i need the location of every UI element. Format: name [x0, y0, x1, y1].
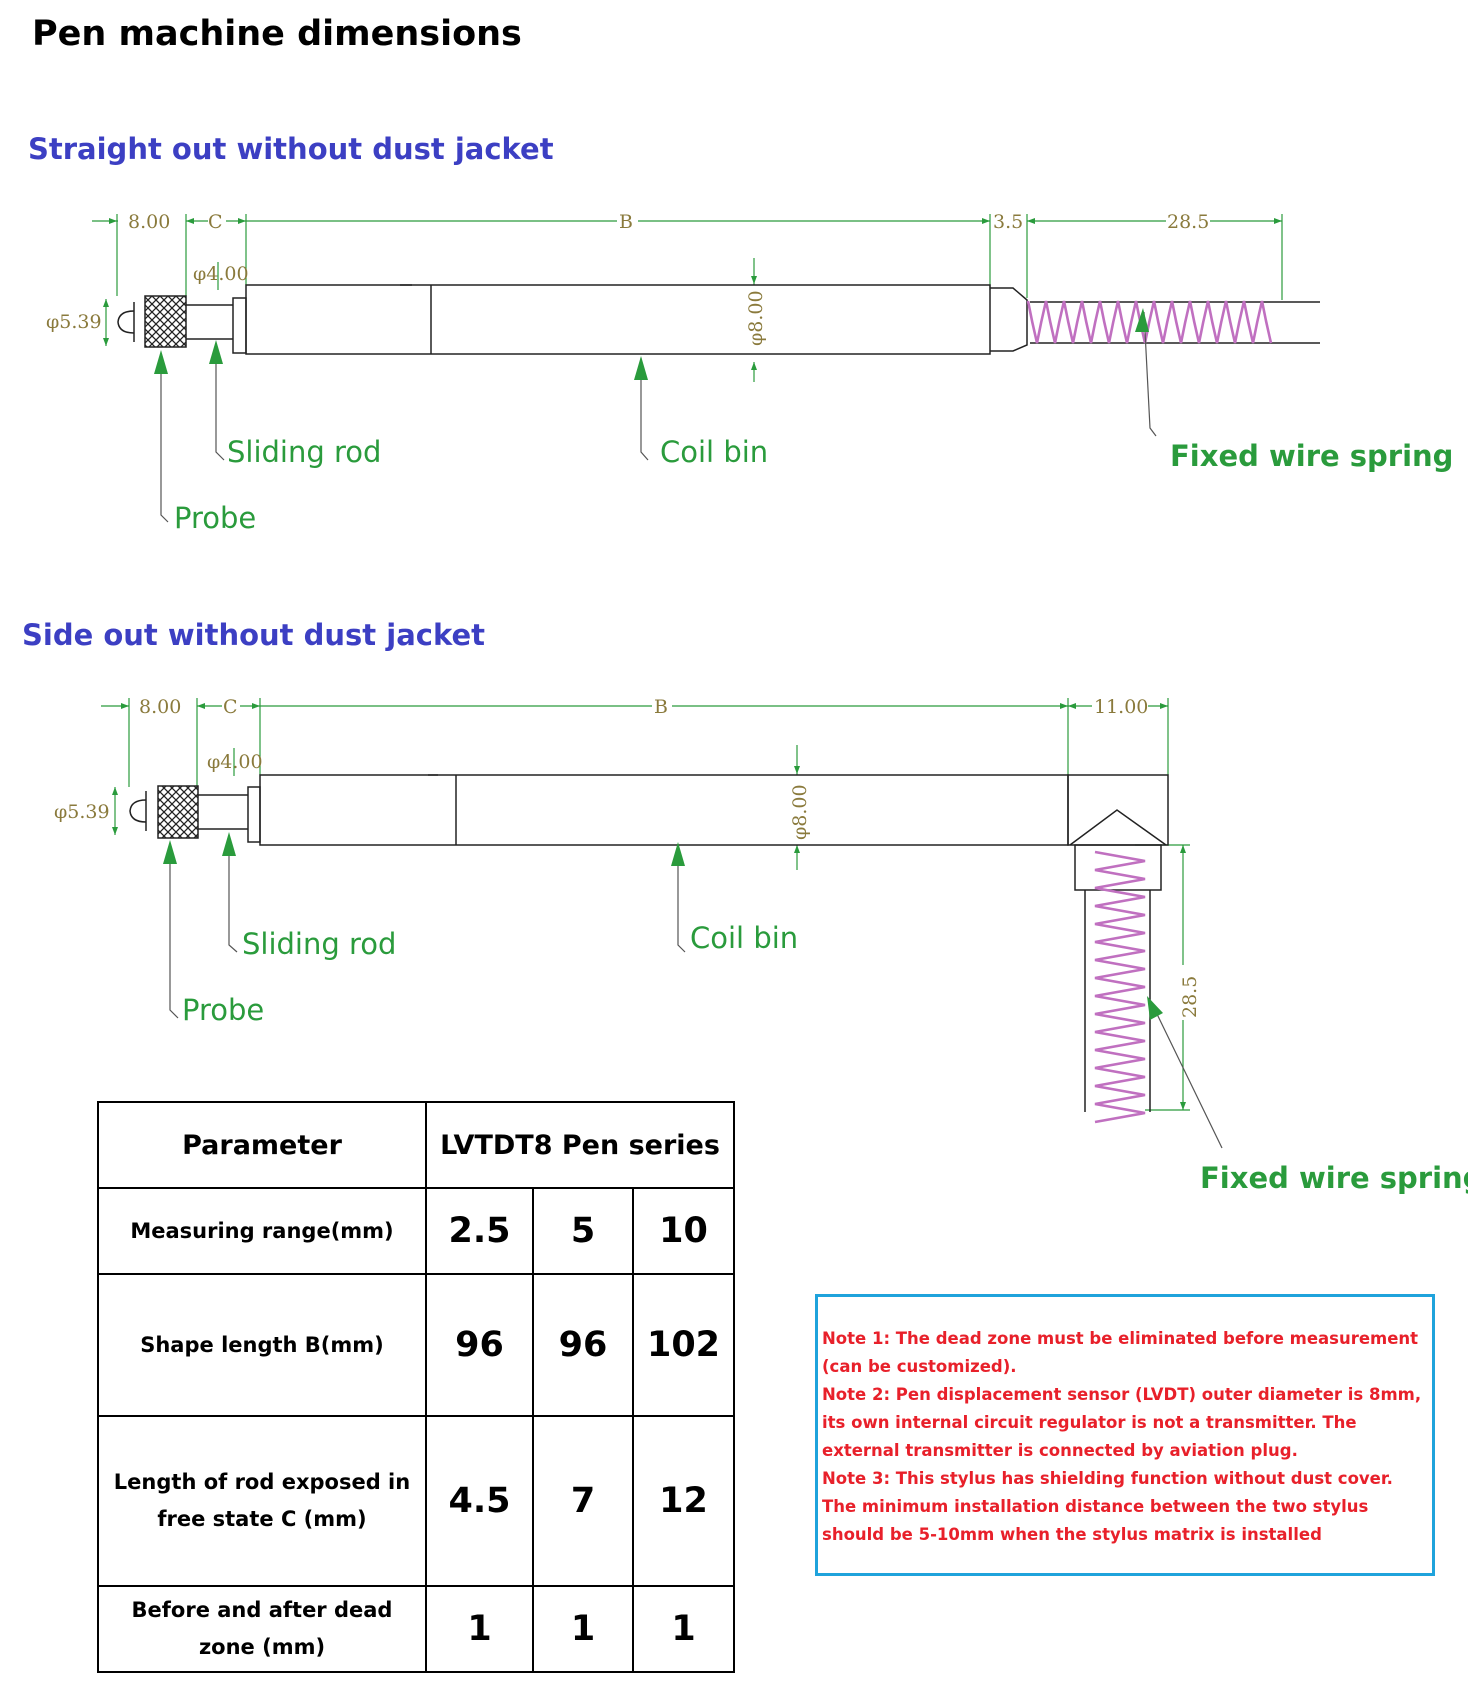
row-label: Measuring range(mm): [97, 1187, 427, 1275]
dim-b-text: B: [619, 211, 633, 233]
callout-coil-bin: Coil bin: [690, 921, 798, 955]
dim-b-text: B: [654, 696, 668, 718]
dim-phi8-text: φ8.00: [789, 784, 811, 840]
dim-phi539-text: φ5.39: [54, 801, 110, 823]
page-title: Pen machine dimensions: [32, 14, 522, 54]
row-label: Shape length B(mm): [97, 1273, 427, 1417]
spring-coil-icon: [1094, 850, 1146, 1124]
row-label: Before and after dead zone (mm): [97, 1585, 427, 1673]
callout-probe: Probe: [182, 993, 264, 1027]
straight-out-drawing: 8.00 C B 3.5 28.5 φ4.00 φ5.39 φ8.00: [46, 211, 1453, 535]
dim-phi539-text: φ5.39: [46, 311, 102, 333]
note-2: Note 2: Pen displacement sensor (LVDT) o…: [822, 1385, 1422, 1460]
cell-value: 12: [632, 1415, 735, 1587]
dim-3-5-text: 3.5: [993, 211, 1023, 233]
callout-coil-bin: Coil bin: [660, 435, 768, 469]
header-parameter: Parameter: [97, 1101, 427, 1189]
table-row: Length of rod exposed in free state C (m…: [97, 1415, 735, 1587]
section-straight-title: Straight out without dust jacket: [28, 132, 554, 166]
dim-phi4-text: φ4.00: [207, 751, 263, 773]
table-row: Shape length B(mm) 96 96 102: [97, 1273, 735, 1417]
callout-fixed-wire-spring: Fixed wire spring: [1200, 1161, 1468, 1195]
cell-value: 1: [532, 1585, 634, 1673]
callout-sliding-rod: Sliding rod: [242, 927, 396, 961]
note-1: Note 1: The dead zone must be eliminated…: [822, 1329, 1419, 1376]
notes-box: Note 1: The dead zone must be eliminated…: [815, 1294, 1435, 1576]
table-header-row: Parameter LVTDT8 Pen series: [97, 1101, 735, 1189]
cell-value: 102: [632, 1273, 735, 1417]
cell-value: 10: [632, 1187, 735, 1275]
dim-8-text: 8.00: [128, 211, 170, 233]
note-3: Note 3: This stylus has shielding functi…: [822, 1469, 1393, 1544]
cell-value: 1: [632, 1585, 735, 1673]
row-label: Length of rod exposed in free state C (m…: [97, 1415, 427, 1587]
table-row: Before and after dead zone (mm) 1 1 1: [97, 1585, 735, 1673]
callout-fixed-wire-spring: Fixed wire spring: [1170, 439, 1453, 473]
spring-coil-icon: [1026, 300, 1273, 344]
side-out-drawing: 8.00 C B 11.00 φ4.00 φ5.39 φ8.00 28.5: [54, 696, 1468, 1195]
dim-11-text: 11.00: [1094, 696, 1148, 718]
spec-table: Parameter LVTDT8 Pen series Measuring ra…: [97, 1101, 735, 1673]
cell-value: 7: [532, 1415, 634, 1587]
header-series: LVTDT8 Pen series: [425, 1101, 735, 1189]
dim-phi8-text: φ8.00: [745, 290, 767, 346]
cell-value: 96: [532, 1273, 634, 1417]
dim-phi4-text: φ4.00: [193, 263, 249, 285]
dim-28-5-text: 28.5: [1179, 976, 1201, 1018]
table-row: Measuring range(mm) 2.5 5 10: [97, 1187, 735, 1275]
dim-28-5-text: 28.5: [1167, 211, 1209, 233]
cell-value: 4.5: [425, 1415, 534, 1587]
section-side-title: Side out without dust jacket: [22, 618, 486, 652]
cell-value: 2.5: [425, 1187, 534, 1275]
dim-c-text: C: [223, 696, 238, 718]
dim-c-text: C: [208, 211, 223, 233]
callout-sliding-rod: Sliding rod: [227, 435, 381, 469]
cell-value: 5: [532, 1187, 634, 1275]
dim-8-text: 8.00: [139, 696, 181, 718]
cell-value: 1: [425, 1585, 534, 1673]
callout-probe: Probe: [174, 501, 256, 535]
cell-value: 96: [425, 1273, 534, 1417]
